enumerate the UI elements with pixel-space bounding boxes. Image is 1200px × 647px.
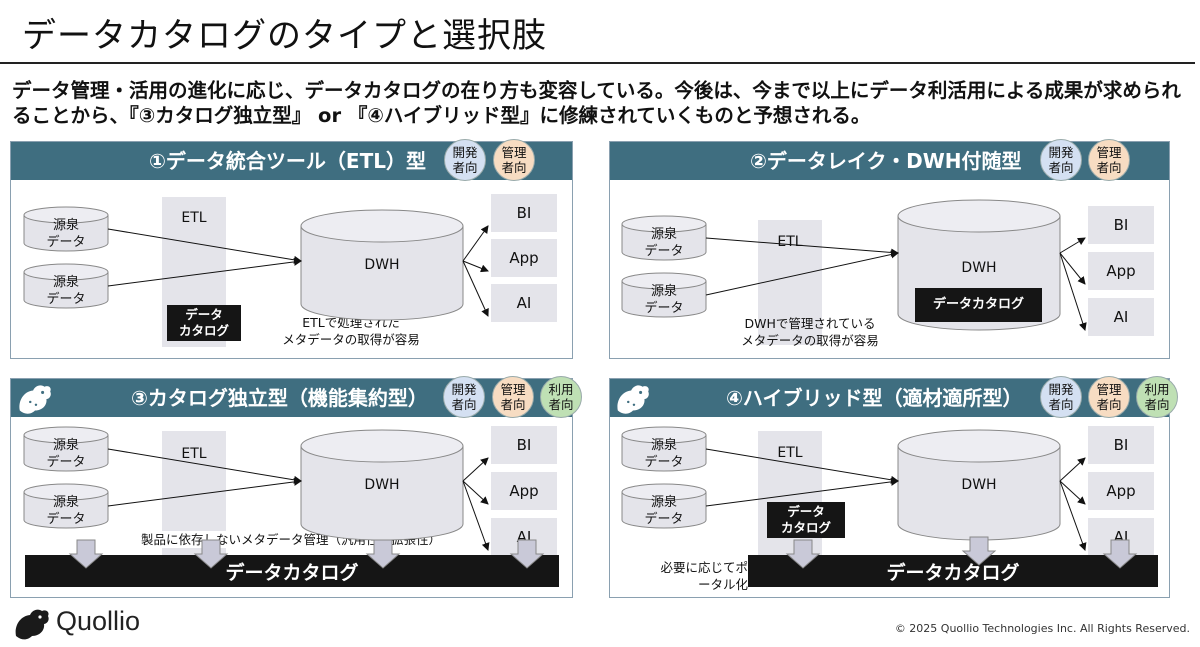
source-data-label: 源泉 データ (644, 438, 684, 470)
source-data-label: 源泉 データ (46, 495, 86, 527)
copyright-text: © 2025 Quollio Technologies Inc. All Rig… (894, 622, 1190, 635)
source-data-cylinder (621, 483, 707, 529)
flow-arrow (107, 228, 302, 264)
source-data-label: 源泉 データ (644, 284, 684, 316)
source-data-cylinder (621, 426, 707, 472)
output-bi: BI (491, 194, 557, 232)
output-arrow (462, 260, 489, 317)
quollio-mascot-icon (617, 385, 649, 414)
dwh-label: DWH (364, 257, 400, 273)
flow-arrow (705, 250, 899, 296)
badge-manager: 管理 者向 (1088, 139, 1130, 181)
source-data-cylinder (23, 206, 109, 252)
down-arrow (961, 536, 997, 566)
badge-developer: 開発 者向 (443, 376, 485, 418)
output-bi: BI (1088, 426, 1154, 464)
output-arrow (462, 260, 489, 273)
data-catalog-box: データ カタログ (167, 305, 241, 341)
panel-hybrid-type-note: 必要に応じてポ ータル化 (660, 560, 748, 592)
output-app: App (491, 472, 557, 510)
source-data-label: 源泉 データ (46, 438, 86, 470)
etl-label: ETL (181, 446, 207, 462)
badge-user: 利用 者向 (540, 376, 582, 418)
output-arrow (1059, 252, 1087, 331)
down-arrow (509, 539, 545, 569)
output-app: App (491, 239, 557, 277)
flow-arrow (705, 448, 899, 484)
panel-hybrid-type-title: ④ハイブリッド型（適材適所型） (726, 386, 1023, 410)
source-data-label: 源泉 データ (644, 227, 684, 259)
page-title: データカタログのタイプと選択肢 (22, 16, 547, 56)
small-data-catalog-box: データ カタログ (767, 502, 845, 538)
down-arrow (193, 539, 229, 569)
flow-arrow (705, 237, 899, 257)
source-data-label: 源泉 データ (644, 495, 684, 527)
down-arrow (785, 539, 821, 569)
badge-developer: 開発 者向 (1040, 376, 1082, 418)
panel-etl-type-title: ①データ統合ツール（ETL）型 (149, 149, 426, 173)
etl-label: ETL (777, 445, 803, 461)
source-data-label: 源泉 データ (46, 275, 86, 307)
etl-label: ETL (181, 210, 207, 226)
title-divider (0, 62, 1195, 64)
panel-dwh-type-note: DWHで管理されている メタデータの取得が容易 (741, 316, 879, 348)
source-data-cylinder (23, 483, 109, 529)
brand-name: Quollio (56, 606, 141, 636)
output-app: App (1088, 252, 1154, 290)
output-arrow (1059, 252, 1086, 285)
output-app: App (1088, 472, 1154, 510)
flow-arrow (107, 257, 302, 287)
panel-hybrid-type: ④ハイブリッド型（適材適所型） 開発 者向 管理 者向 利用 者向 ETL デー… (609, 376, 1178, 598)
quollio-mascot-icon (19, 385, 51, 414)
quollio-logo-icon (15, 609, 49, 640)
source-data-cylinder (23, 426, 109, 472)
output-arrow (1059, 237, 1086, 254)
output-arrow (462, 225, 489, 262)
down-arrow (68, 539, 104, 569)
etl-column (758, 431, 822, 561)
panel-dwh-type-title: ②データレイク・DWH付随型 (750, 149, 1022, 173)
flow-arrow (107, 477, 302, 507)
down-arrow (1102, 539, 1138, 569)
dwh-cylinder (897, 429, 1061, 541)
badge-developer: 開発 者向 (1040, 139, 1082, 181)
output-ai: AI (491, 284, 557, 322)
output-arrow (1059, 457, 1086, 482)
panel-catalog-independent-type-title: ③カタログ独立型（機能集約型） (131, 386, 428, 410)
data-catalog-bar: データカタログ (25, 555, 559, 587)
badge-user: 利用 者向 (1136, 376, 1178, 418)
down-arrow (365, 539, 401, 569)
badge-manager: 管理 者向 (1088, 376, 1130, 418)
lead-paragraph: データ管理・活用の進化に応じ、データカタログの在り方も変容している。今後は、今ま… (12, 79, 1181, 127)
panel-etl-type: ①データ統合ツール（ETL）型 開発 者向 管理 者向 ETL データ カタログ… (10, 139, 573, 359)
etl-column (758, 220, 822, 345)
flow-arrow (705, 477, 899, 507)
output-bi: BI (491, 426, 557, 464)
source-data-label: 源泉 データ (46, 218, 86, 250)
source-data-cylinder (621, 272, 707, 318)
etl-label: ETL (777, 234, 803, 250)
output-arrow (462, 480, 489, 505)
dwh-label: DWH (961, 477, 997, 493)
output-bi: BI (1088, 206, 1154, 244)
dwh-cylinder (300, 429, 464, 541)
output-arrow (462, 457, 489, 482)
source-data-cylinder (23, 263, 109, 309)
source-data-cylinder (621, 215, 707, 261)
output-ai: AI (1088, 298, 1154, 336)
badge-manager: 管理 者向 (492, 376, 534, 418)
dwh-cylinder (300, 209, 464, 321)
flow-arrow (107, 448, 302, 484)
output-arrow (1059, 480, 1086, 505)
output-arrow (462, 480, 490, 551)
dwh-label: DWH (961, 260, 997, 276)
badge-manager: 管理 者向 (493, 139, 535, 181)
dwh-label: DWH (364, 477, 400, 493)
output-arrow (1059, 480, 1087, 551)
data-catalog-bar: データカタログ (748, 555, 1158, 587)
badge-developer: 開発 者向 (444, 139, 486, 181)
data-catalog-box: データカタログ (915, 288, 1042, 322)
